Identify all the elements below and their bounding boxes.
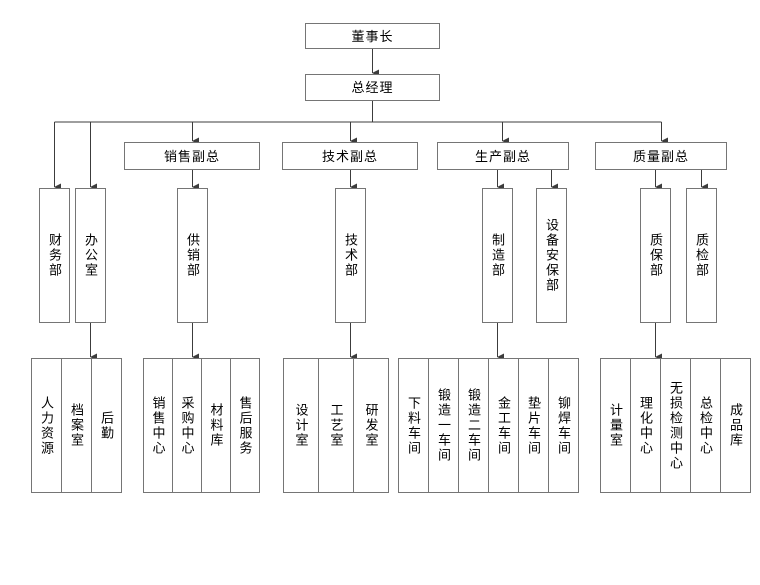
org-node-hr: 人力资源 (31, 358, 62, 493)
org-node-finished-goods-warehouse: 成品库 (720, 358, 751, 493)
org-node-ndt-center: 无损检测中心 (660, 358, 691, 493)
org-node-logistics: 后勤 (91, 358, 122, 493)
org-node-quality-vp: 质量副总 (595, 142, 727, 170)
org-node-archives-room: 档案室 (61, 358, 92, 493)
org-node-design-room: 设计室 (283, 358, 319, 493)
org-node-forging-workshop-2: 锻造二车间 (458, 358, 489, 493)
org-node-finance-dept: 财务部 (39, 188, 70, 323)
org-node-supply-sales-dept: 供销部 (177, 188, 208, 323)
org-node-tech-vp: 技术副总 (282, 142, 418, 170)
org-node-equipment-security-dept: 设备安保部 (536, 188, 567, 323)
org-node-purchasing-center: 采购中心 (172, 358, 202, 493)
org-node-metalwork-workshop: 金工车间 (488, 358, 519, 493)
org-node-rd-room: 研发室 (353, 358, 389, 493)
org-node-tech-dept: 技术部 (335, 188, 366, 323)
org-node-metrology-room: 计量室 (600, 358, 631, 493)
org-node-process-room: 工艺室 (318, 358, 354, 493)
org-node-production-vp: 生产副总 (437, 142, 569, 170)
org-node-chairman: 董事长 (305, 23, 440, 49)
org-node-forging-workshop-1: 锻造一车间 (428, 358, 459, 493)
org-node-office: 办公室 (75, 188, 106, 323)
org-node-qa-dept: 质保部 (640, 188, 671, 323)
org-node-final-inspection-center: 总检中心 (690, 358, 721, 493)
org-node-qc-dept: 质检部 (686, 188, 717, 323)
org-node-sales-vp: 销售副总 (124, 142, 260, 170)
org-node-general-manager: 总经理 (305, 74, 440, 101)
org-node-rivet-weld-workshop: 铆焊车间 (548, 358, 579, 493)
org-node-manufacturing-dept: 制造部 (482, 188, 513, 323)
org-node-physchem-center: 理化中心 (630, 358, 661, 493)
org-node-cutting-workshop: 下料车间 (398, 358, 429, 493)
org-node-after-sales-service: 售后服务 (230, 358, 260, 493)
org-node-gasket-workshop: 垫片车间 (518, 358, 549, 493)
org-node-sales-center: 销售中心 (143, 358, 173, 493)
org-node-materials-warehouse: 材料库 (201, 358, 231, 493)
